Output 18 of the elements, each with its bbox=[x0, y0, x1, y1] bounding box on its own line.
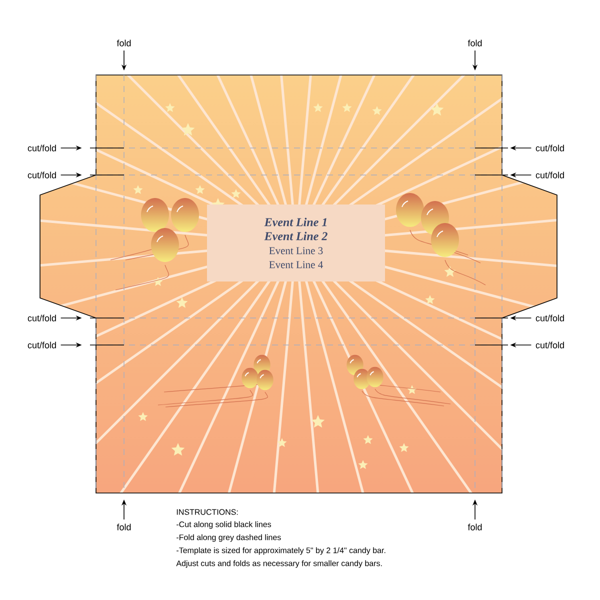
fold-label: cut/fold bbox=[28, 144, 56, 152]
instruction-text: INSTRUCTIONS: bbox=[176, 509, 238, 515]
fold-label: fold bbox=[116, 524, 131, 530]
fold-label: cut/fold bbox=[536, 172, 564, 178]
instruction-text: -Fold along grey dashed lines bbox=[176, 534, 281, 542]
fold-label: fold bbox=[468, 524, 482, 530]
fold-label: cut/fold bbox=[536, 314, 564, 322]
fold-label: cut/fold bbox=[28, 342, 56, 348]
fold-label: cut/fold bbox=[28, 314, 56, 322]
fold-label: cut/fold bbox=[536, 342, 564, 348]
fold-label: fold bbox=[116, 40, 131, 46]
instruction-text: -Cut along solid black lines bbox=[176, 521, 272, 529]
instruction-text: -Template is sized for approximately 5" by 2 1/4" candy bar. bbox=[176, 547, 386, 555]
text-panel: Event Line 1 Event Line 2 Event Line 3 Event Line 4 bbox=[207, 204, 385, 282]
fold-label: fold bbox=[468, 40, 482, 46]
instruction-text: Adjust cuts and folds as necessary for smaller candy bars. bbox=[176, 560, 382, 568]
fold-label: cut/fold bbox=[536, 144, 564, 152]
fold-label: cut/fold bbox=[28, 172, 56, 178]
